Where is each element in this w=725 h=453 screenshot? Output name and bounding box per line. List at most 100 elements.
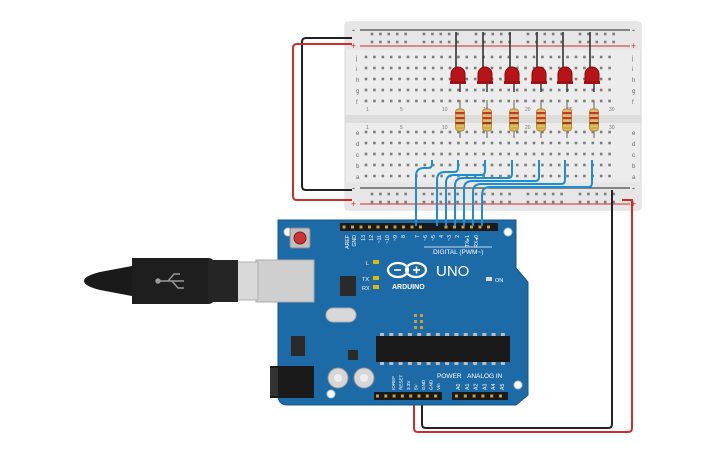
header-pin[interactable] (453, 225, 456, 229)
rail-hole[interactable] (439, 40, 443, 44)
breadboard-hole[interactable] (583, 88, 586, 92)
red-led-6[interactable] (584, 66, 600, 83)
rail-hole[interactable] (395, 40, 399, 44)
breadboard-hole[interactable] (373, 99, 376, 103)
breadboard-hole[interactable] (364, 174, 368, 178)
breadboard-hole[interactable] (482, 130, 485, 134)
breadboard-hole[interactable] (515, 66, 519, 70)
breadboard-hole[interactable] (364, 152, 368, 156)
signal-wire-3[interactable] (445, 160, 486, 226)
breadboard-hole[interactable] (440, 99, 443, 103)
signal-wire-1[interactable] (415, 160, 433, 226)
rail-hole[interactable] (404, 192, 407, 196)
breadboard-hole[interactable] (490, 88, 494, 92)
rail-hole[interactable] (370, 40, 374, 44)
breadboard-hole[interactable] (457, 141, 460, 145)
breadboard-hole[interactable] (515, 152, 519, 156)
breadboard-hole[interactable] (373, 163, 376, 167)
rail-hole[interactable] (587, 200, 590, 204)
breadboard-hole[interactable] (608, 152, 611, 156)
power-header-pin[interactable] (417, 394, 421, 398)
breadboard-hole[interactable] (608, 141, 611, 145)
rail-hole[interactable] (543, 32, 547, 36)
breadboard-hole[interactable] (440, 163, 443, 167)
breadboard-hole[interactable] (549, 99, 553, 103)
breadboard-hole[interactable] (507, 163, 511, 167)
resistor-2[interactable] (482, 108, 492, 132)
rail-hole[interactable] (474, 32, 478, 36)
resistor-1[interactable] (455, 108, 465, 132)
breadboard-hole[interactable] (524, 99, 527, 103)
breadboard-hole[interactable] (482, 141, 485, 145)
breadboard-hole[interactable] (532, 66, 536, 70)
breadboard-hole[interactable] (398, 55, 401, 59)
rail-hole[interactable] (483, 200, 486, 204)
rail-hole[interactable] (422, 200, 426, 204)
rail-hole[interactable] (491, 192, 495, 196)
breadboard-hole[interactable] (364, 55, 368, 59)
breadboard-hole[interactable] (457, 88, 460, 92)
breadboard-hole[interactable] (373, 55, 376, 59)
rail-hole[interactable] (431, 40, 434, 44)
analog-header-pin[interactable] (455, 394, 458, 398)
breadboard-hole[interactable] (490, 99, 494, 103)
breadboard-hole[interactable] (373, 152, 376, 156)
breadboard-hole[interactable] (364, 163, 368, 167)
breadboard-hole[interactable] (499, 55, 502, 59)
breadboard-hole[interactable] (608, 174, 611, 178)
rail-hole[interactable] (603, 40, 607, 44)
rail-hole[interactable] (439, 32, 443, 36)
breadboard-hole[interactable] (457, 152, 460, 156)
digital-header-pins[interactable] (342, 225, 491, 229)
header-pin[interactable] (470, 225, 473, 229)
rail-hole[interactable] (387, 32, 391, 36)
rail-hole[interactable] (499, 32, 503, 36)
breadboard-hole[interactable] (415, 141, 418, 145)
breadboard-hole[interactable] (507, 152, 511, 156)
breadboard-hole[interactable] (423, 88, 427, 92)
breadboard-hole[interactable] (490, 152, 494, 156)
signal-wire-4[interactable] (454, 160, 513, 226)
rail-hole[interactable] (370, 192, 374, 196)
breadboard-hole[interactable] (490, 174, 494, 178)
breadboard-hole[interactable] (381, 152, 385, 156)
breadboard-hole[interactable] (549, 130, 553, 134)
breadboard-hole[interactable] (499, 66, 502, 70)
breadboard-hole[interactable] (524, 88, 527, 92)
breadboard-hole[interactable] (373, 174, 376, 178)
rail-hole[interactable] (551, 32, 555, 36)
breadboard-hole[interactable] (532, 174, 536, 178)
signal-wire-5[interactable] (463, 160, 540, 226)
breadboard-hole[interactable] (583, 99, 586, 103)
breadboard-hole[interactable] (532, 55, 536, 59)
breadboard-hole[interactable] (389, 141, 393, 145)
breadboard-hole[interactable] (507, 130, 511, 134)
breadboard-hole[interactable] (431, 174, 435, 178)
breadboard-hole[interactable] (532, 141, 536, 145)
rail-hole[interactable] (379, 40, 382, 44)
header-pin[interactable] (351, 225, 354, 229)
rail-hole[interactable] (612, 40, 615, 44)
breadboard-hole[interactable] (583, 141, 586, 145)
rail-hole[interactable] (543, 192, 547, 196)
rail-hole[interactable] (431, 192, 434, 196)
breadboard-hole[interactable] (364, 88, 368, 92)
breadboard-hole[interactable] (541, 163, 544, 167)
rail-hole[interactable] (379, 200, 382, 204)
rail-hole[interactable] (526, 40, 530, 44)
breadboard-hole[interactable] (524, 141, 527, 145)
breadboard-hole[interactable] (574, 141, 578, 145)
rail-hole[interactable] (422, 40, 426, 44)
wire-black-left-rails[interactable] (301, 37, 352, 191)
rail-hole[interactable] (456, 40, 459, 44)
rail-hole[interactable] (447, 32, 451, 36)
rail-hole[interactable] (535, 200, 538, 204)
breadboard-hole[interactable] (389, 66, 393, 70)
breadboard-hole[interactable] (440, 141, 443, 145)
breadboard-hole[interactable] (389, 174, 393, 178)
breadboard-hole[interactable] (583, 55, 586, 59)
breadboard-hole[interactable] (482, 152, 485, 156)
rail-hole[interactable] (370, 200, 374, 204)
rail-hole[interactable] (395, 32, 399, 36)
rail-hole[interactable] (491, 32, 495, 36)
